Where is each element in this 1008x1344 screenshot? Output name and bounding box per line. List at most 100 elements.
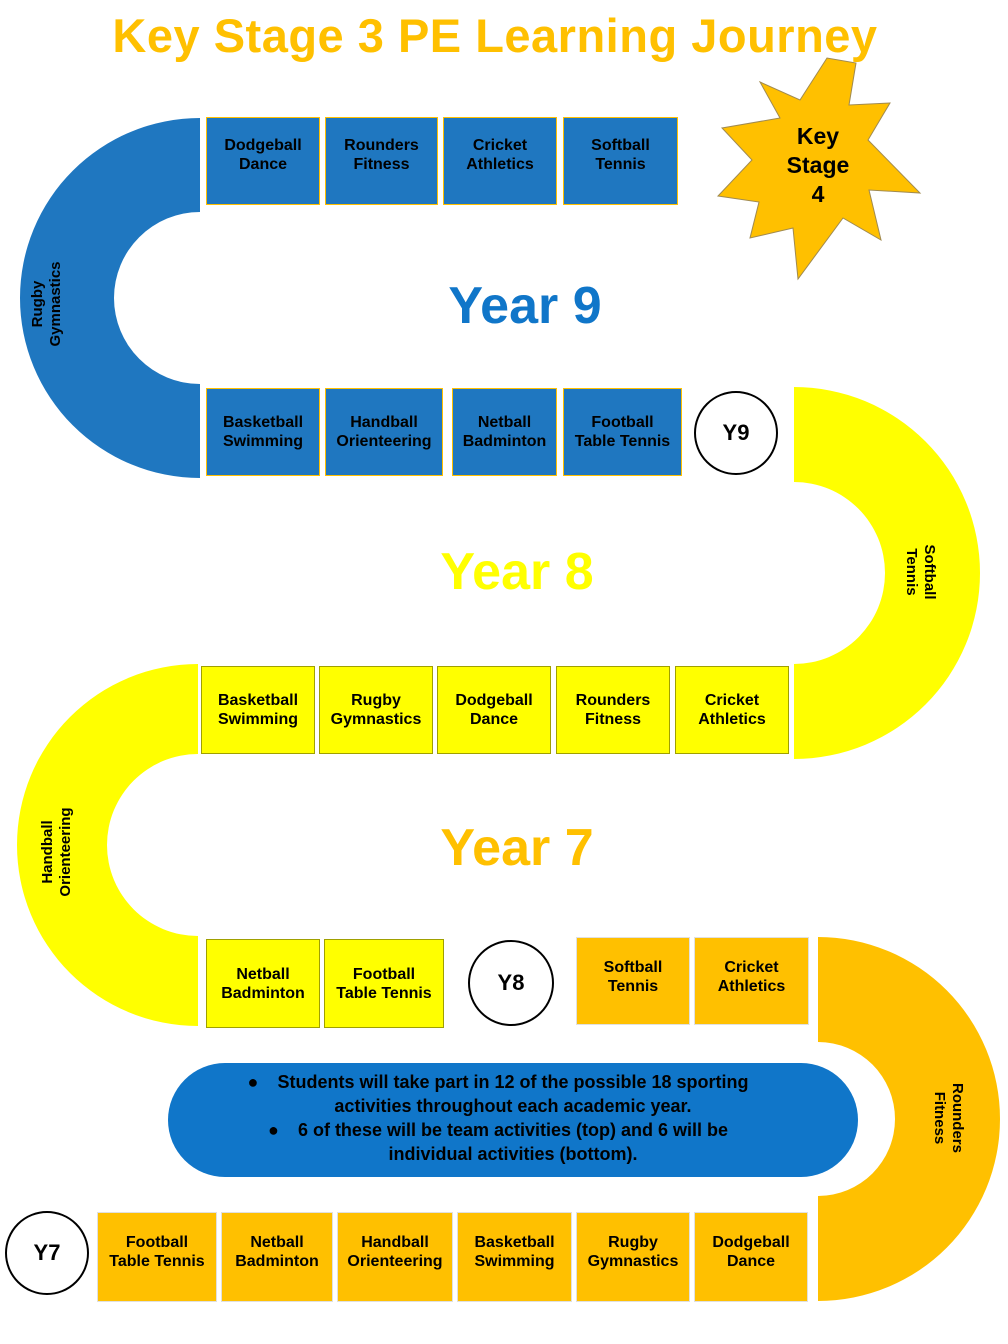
info-line: activities throughout each academic year… xyxy=(334,1096,692,1116)
activity-individual: Gymnastics xyxy=(47,261,64,347)
key-stage-line: 4 xyxy=(811,181,825,207)
year7-curve xyxy=(818,937,1000,1301)
info-oval: ● Students will take part in 12 of the po… xyxy=(168,1063,858,1177)
activity-team: Basketball xyxy=(217,692,299,709)
year8-left-curve-label: Handball Orienteering xyxy=(39,797,75,907)
year8-right-curve xyxy=(794,387,980,759)
activity-team: Basketball xyxy=(222,414,304,431)
activity-team: Football xyxy=(352,965,416,983)
activity-team: Rugby xyxy=(351,692,401,709)
activity-individual: Athletics xyxy=(466,156,534,173)
year9-label: Year 9 xyxy=(448,277,602,335)
activity-team: Softball xyxy=(921,544,938,600)
activity-individual: Fitness xyxy=(931,1091,948,1145)
activity-individual: Orienteering xyxy=(347,1253,443,1270)
activity-team: Rounders xyxy=(344,137,419,154)
activity-individual: Swimming xyxy=(217,711,298,728)
year9-marker: Y9 xyxy=(694,391,778,475)
year7-marker: Y7 xyxy=(5,1211,89,1295)
activity-team: Cricket xyxy=(724,959,779,976)
activity-individual: Fitness xyxy=(353,156,410,173)
activity-individual: Table Tennis xyxy=(109,1253,205,1270)
key-stage-label: Key Stage 4 xyxy=(768,122,868,209)
info-text: Students will take part in 12 of the pos… xyxy=(277,1072,749,1092)
year7-label: Year 7 xyxy=(440,819,594,877)
activity-individual: Badminton xyxy=(235,1253,319,1270)
info-text: 6 of these will be team activities (top)… xyxy=(297,1120,729,1140)
activity-team: Cricket xyxy=(472,137,528,154)
activity-individual: Badminton xyxy=(221,984,305,1002)
page-title: Key Stage 3 PE Learning Journey xyxy=(112,9,878,62)
activity-team: Dodgeball xyxy=(455,692,533,709)
activity-team: Handball xyxy=(361,1234,429,1251)
activity-team: Rounders xyxy=(949,1082,966,1153)
activity-team: Dodgeball xyxy=(712,1234,790,1251)
activity-individual: Athletics xyxy=(698,711,766,728)
activity-individual: Swimming xyxy=(222,433,303,450)
activity-team: Handball xyxy=(39,820,56,884)
activity-individual: Tennis xyxy=(595,156,646,173)
activity-individual: Badminton xyxy=(462,433,547,450)
activity-team: Netball xyxy=(477,414,532,431)
year8-right-curve-label: Softball Tennis xyxy=(902,527,938,617)
activity-individual: Orienteering xyxy=(57,807,74,897)
activity-individual: Dance xyxy=(469,711,519,728)
activity-individual: Dance xyxy=(238,156,288,173)
year8-left-curve xyxy=(17,664,198,1026)
activity-team: Netball xyxy=(250,1234,304,1251)
year9-curve xyxy=(20,118,200,478)
activity-team: Softball xyxy=(603,959,663,976)
year8-label: Year 8 xyxy=(440,543,594,601)
key-stage-line: Stage xyxy=(786,152,850,178)
activity-team: Handball xyxy=(350,414,418,431)
info-line: ● Students will take part in 12 of the po… xyxy=(208,1070,818,1094)
activity-individual: Fitness xyxy=(584,711,641,728)
activity-individual: Table Tennis xyxy=(574,433,671,450)
activity-individual: Table Tennis xyxy=(336,984,432,1002)
key-stage-line: Key xyxy=(796,123,840,149)
activity-team: Rugby xyxy=(29,280,46,328)
activity-individual: Athletics xyxy=(717,978,786,995)
activity-individual: Gymnastics xyxy=(330,711,422,728)
activity-individual: Dance xyxy=(726,1253,776,1270)
activity-individual: Tennis xyxy=(607,978,659,995)
activity-team: Football xyxy=(591,414,654,431)
info-line: ● 6 of these will be team activities (top… xyxy=(208,1118,818,1142)
activity-team: Netball xyxy=(236,965,290,983)
year9-curve-label: Rugby Gymnastics xyxy=(29,249,65,359)
activity-team: Rugby xyxy=(608,1234,658,1251)
activity-individual: Swimming xyxy=(474,1253,555,1270)
activity-team: Rounders xyxy=(575,692,651,709)
bullet-icon: ● xyxy=(267,1120,279,1140)
activity-individual: Gymnastics xyxy=(587,1253,679,1270)
bullet-icon: ● xyxy=(247,1072,259,1092)
key-stage-starburst xyxy=(716,57,922,281)
activity-team: Football xyxy=(125,1234,189,1251)
activity-individual: Orienteering xyxy=(336,433,432,450)
activity-individual: Tennis xyxy=(903,548,920,596)
